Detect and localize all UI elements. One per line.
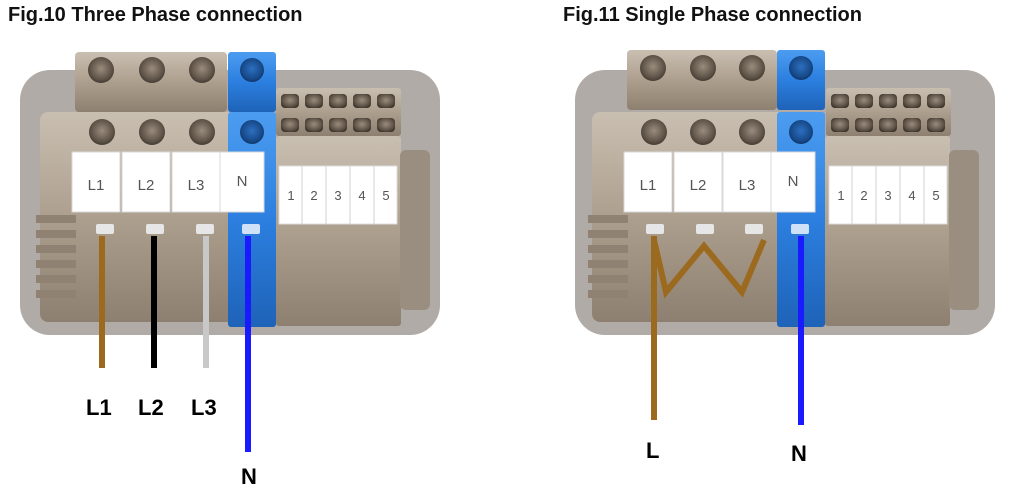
fig11-aux-terminal-2: 2 xyxy=(860,188,867,203)
fig10-terminal-l2-label: L2 xyxy=(138,177,155,194)
figure-11-title: Fig.11 Single Phase connection xyxy=(563,4,862,26)
fig11-aux-terminal-1: 1 xyxy=(837,188,844,203)
figure-10-terminal-block xyxy=(20,52,440,335)
fig11-phase-bridge-jumper xyxy=(651,238,767,299)
fig10-wire-label-l2: L2 xyxy=(138,395,164,420)
fig10-aux-terminal-2: 2 xyxy=(310,188,317,203)
fig10-terminal-l1-label: L1 xyxy=(88,177,105,194)
fig11-terminal-l1-label: L1 xyxy=(640,177,657,194)
figure-10-title: Fig.10 Three Phase connection xyxy=(8,4,303,26)
fig11-aux-terminal-5: 5 xyxy=(932,188,939,203)
fig11-aux-terminal-4: 4 xyxy=(908,188,915,203)
fig10-wire-label-l3: L3 xyxy=(191,395,217,420)
fig10-terminal-l3-label: L3 xyxy=(188,177,205,194)
fig11-terminal-l2-label: L2 xyxy=(690,177,707,194)
fig10-terminal-n-label: N xyxy=(237,173,248,190)
fig10-aux-terminal-5: 5 xyxy=(382,188,389,203)
fig11-wire-label-l: L xyxy=(646,438,660,463)
fig10-aux-terminal-4: 4 xyxy=(358,188,365,203)
fig11-terminal-l3-label: L3 xyxy=(739,177,756,194)
fig10-wire-label-l1: L1 xyxy=(86,395,112,420)
fig11-wire-label-n: N xyxy=(791,441,807,466)
fig11-aux-terminal-3: 3 xyxy=(884,188,891,203)
fig11-terminal-n-label: N xyxy=(788,173,799,190)
fig10-aux-terminal-3: 3 xyxy=(334,188,341,203)
fig10-wire-label-n: N xyxy=(241,464,257,489)
fig10-aux-terminal-1: 1 xyxy=(287,188,294,203)
